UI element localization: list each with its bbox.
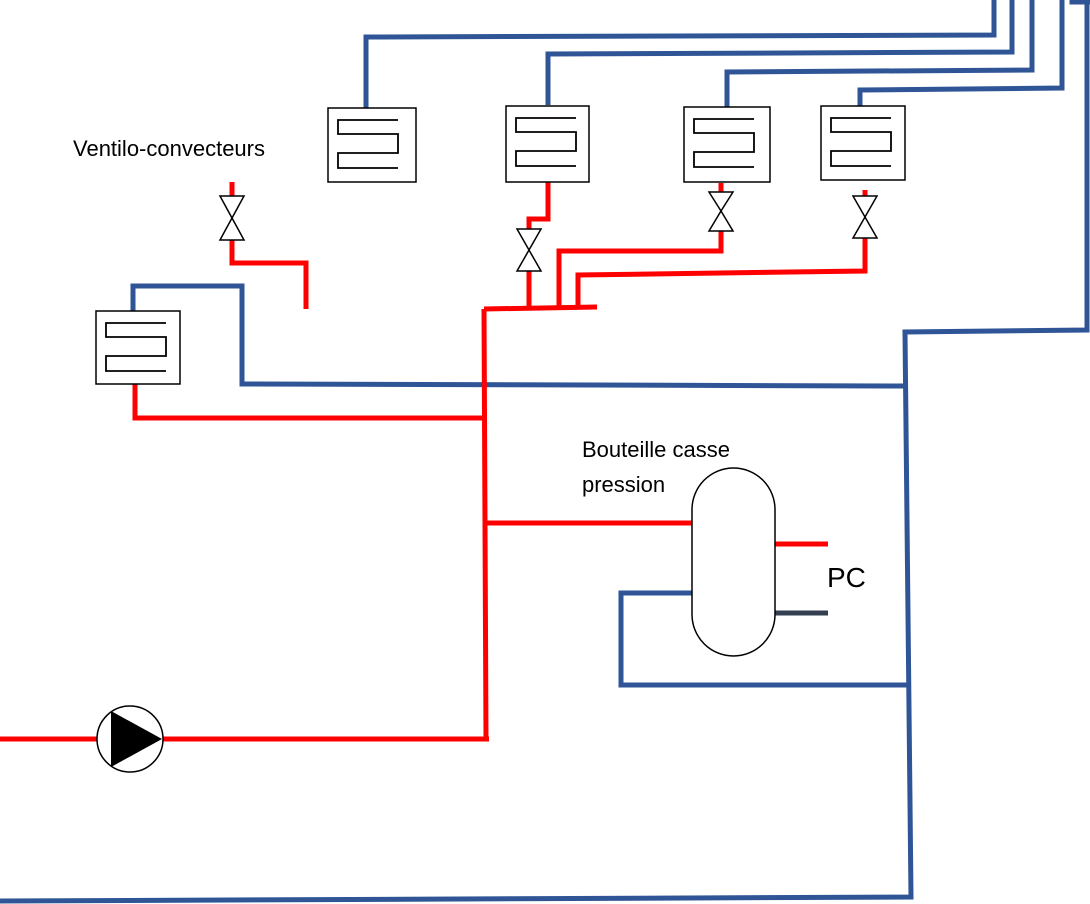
valve-1 [218,195,246,241]
valve-icon [851,195,879,219]
return-fancoil-4 [857,0,1065,106]
coil-icon [830,117,892,167]
fan-coil-unit-1 [327,107,417,183]
return-fancoil-3 [724,0,1035,107]
fan-coil-unit-left [95,310,181,385]
fan-coils-label: Ventilo-convecteurs [73,136,265,161]
supply-riser [481,308,489,740]
return-fancoil-left [130,283,908,389]
return-fancoil-2 [545,0,1015,105]
supply-fancoil-2 [526,182,551,229]
valve-2 [515,228,543,272]
return-fancoil-1 [363,0,997,108]
supply-fancoil-4-b [575,238,868,309]
valve-3 [707,191,735,232]
fan-coil-unit-4 [820,105,906,181]
coil-icon [337,119,399,169]
hydraulic-separator [691,467,776,657]
return-top-stub [1069,0,1090,5]
supply-fancoil-3-b [556,231,724,309]
supply-fancoil-left [132,384,484,421]
heat-pump-label: PC [827,562,866,593]
valve-icon [515,228,543,252]
coil-icon [693,118,755,168]
valve-icon [707,191,735,213]
coil-icon [515,117,577,167]
separator-label-line1: Bouteille casse [582,437,730,462]
fan-coil-unit-3 [683,106,771,183]
valve-icon [218,195,246,220]
return-separator-loop [618,590,909,688]
supply-pipes [0,182,868,742]
fan-coil-unit-2 [505,105,590,183]
coil-icon [105,322,167,372]
supply-fancoil-1-b [229,240,309,309]
valve-4 [851,195,879,239]
circulator-pump [96,705,164,773]
separator-label-line2: pression [582,472,665,497]
